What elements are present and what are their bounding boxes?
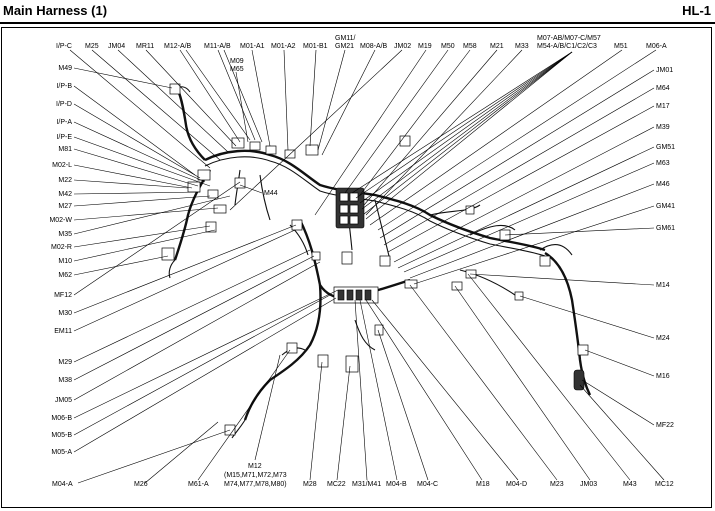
label-m24: M24 [656, 335, 670, 342]
label-mc12: MC12 [655, 481, 674, 488]
label-m21: M21 [490, 43, 504, 50]
label-m11-ab: M11-A/B [204, 43, 231, 50]
label-m63: M63 [656, 160, 670, 167]
label-m12-ab: M12-A/B [164, 43, 192, 50]
label-m04-c: M04-C [417, 481, 438, 488]
label-mc22: MC22 [327, 481, 346, 488]
leader-lines [69, 49, 665, 484]
label-m09: M09 [230, 58, 244, 65]
label-ip-e: I/P-E [56, 134, 72, 141]
label-m02-l: M02-L [52, 162, 72, 169]
label-m28: M28 [303, 481, 317, 488]
label-gm61: GM61 [656, 225, 675, 232]
label-m26: M26 [134, 481, 148, 488]
label-m19: M19 [418, 43, 432, 50]
label-jm04: JM04 [108, 43, 125, 50]
label-m16: M16 [656, 373, 670, 380]
label-em11: EM11 [54, 328, 72, 335]
label-m07-group: M07-AB/M07-C/M57 [537, 35, 601, 42]
label-m50: M50 [441, 43, 455, 50]
label-m10: M10 [58, 258, 72, 265]
diagram-frame [1, 27, 712, 508]
page-header: Main Harness (1) HL-1 [0, 0, 715, 24]
label-gm11: GM11/ [335, 35, 356, 42]
label-m64: M64 [656, 85, 670, 92]
label-m58: M58 [463, 43, 477, 50]
label-m54-group: M54-A/B/C1/C2/C3 [537, 43, 597, 50]
label-m01-a1: M01-A1 [240, 43, 265, 50]
label-jm01: JM01 [656, 67, 673, 74]
label-m42: M42 [58, 191, 72, 198]
label-m22: M22 [58, 177, 72, 184]
label-m33: M33 [515, 43, 529, 50]
label-m38: M38 [58, 377, 72, 384]
label-jm05: JM05 [55, 397, 72, 404]
label-m30: M30 [58, 310, 72, 317]
label-m12-group-1: (M15,M71,M72,M73 [224, 472, 287, 479]
label-m02-w: M02-W [49, 217, 72, 224]
label-m27: M27 [58, 203, 72, 210]
label-mf12: MF12 [54, 292, 72, 299]
label-m05-b: M05-B [51, 432, 72, 439]
label-m51: M51 [614, 43, 628, 50]
label-ip-a: I/P-A [56, 119, 72, 126]
label-jm03: JM03 [580, 481, 597, 488]
label-m46: M46 [656, 181, 670, 188]
label-m04-a: M04-A [52, 481, 73, 488]
label-m06-a: M06-A [646, 43, 667, 50]
label-m25: M25 [85, 43, 99, 50]
label-m12-group-2: M74,M77,M78,M80) [224, 481, 287, 488]
label-m65: M65 [230, 66, 244, 73]
label-m02-r: M02-R [51, 244, 72, 251]
label-gm51: GM51 [656, 144, 675, 151]
label-m49: M49 [58, 65, 72, 72]
label-ip-c: I/P-C [56, 43, 72, 50]
connectors [161, 83, 589, 436]
label-ip-b: I/P-B [56, 83, 72, 90]
label-m39: M39 [656, 124, 670, 131]
label-m12: M12 [248, 463, 262, 470]
label-m31-m41: M31/M41 [352, 481, 381, 488]
page-code: HL-1 [682, 3, 711, 18]
label-m23: M23 [550, 481, 564, 488]
label-m01-b1: M01-B1 [303, 43, 328, 50]
header-rule [0, 22, 715, 24]
label-mf22: MF22 [656, 422, 674, 429]
label-m35: M35 [58, 231, 72, 238]
label-ip-d: I/P-D [56, 101, 72, 108]
label-m43: M43 [623, 481, 637, 488]
label-m81: M81 [58, 146, 72, 153]
page-title: Main Harness (1) [3, 3, 108, 18]
label-m18: M18 [476, 481, 490, 488]
label-m08-ab: M08-A/B [360, 43, 388, 50]
label-m04-b: M04-B [386, 481, 407, 488]
label-m14: M14 [656, 282, 670, 289]
label-m01-a2: M01-A2 [271, 43, 296, 50]
label-mr11: MR11 [136, 43, 154, 50]
label-m05-a: M05-A [51, 449, 72, 456]
label-gm41: GM41 [656, 203, 675, 210]
label-jm02: JM02 [394, 43, 411, 50]
label-m44: M44 [264, 190, 278, 197]
label-m61-a: M61-A [188, 481, 209, 488]
label-m06-b: M06-B [51, 415, 72, 422]
label-m04-d: M04-D [506, 481, 527, 488]
connector-labels: I/P-C M25 JM04 MR11 M12-A/B M11-A/B M01-… [49, 35, 675, 488]
label-m17: M17 [656, 103, 670, 110]
label-m62: M62 [58, 272, 72, 279]
label-m29: M29 [58, 359, 72, 366]
label-gm21: GM21 [335, 43, 354, 50]
